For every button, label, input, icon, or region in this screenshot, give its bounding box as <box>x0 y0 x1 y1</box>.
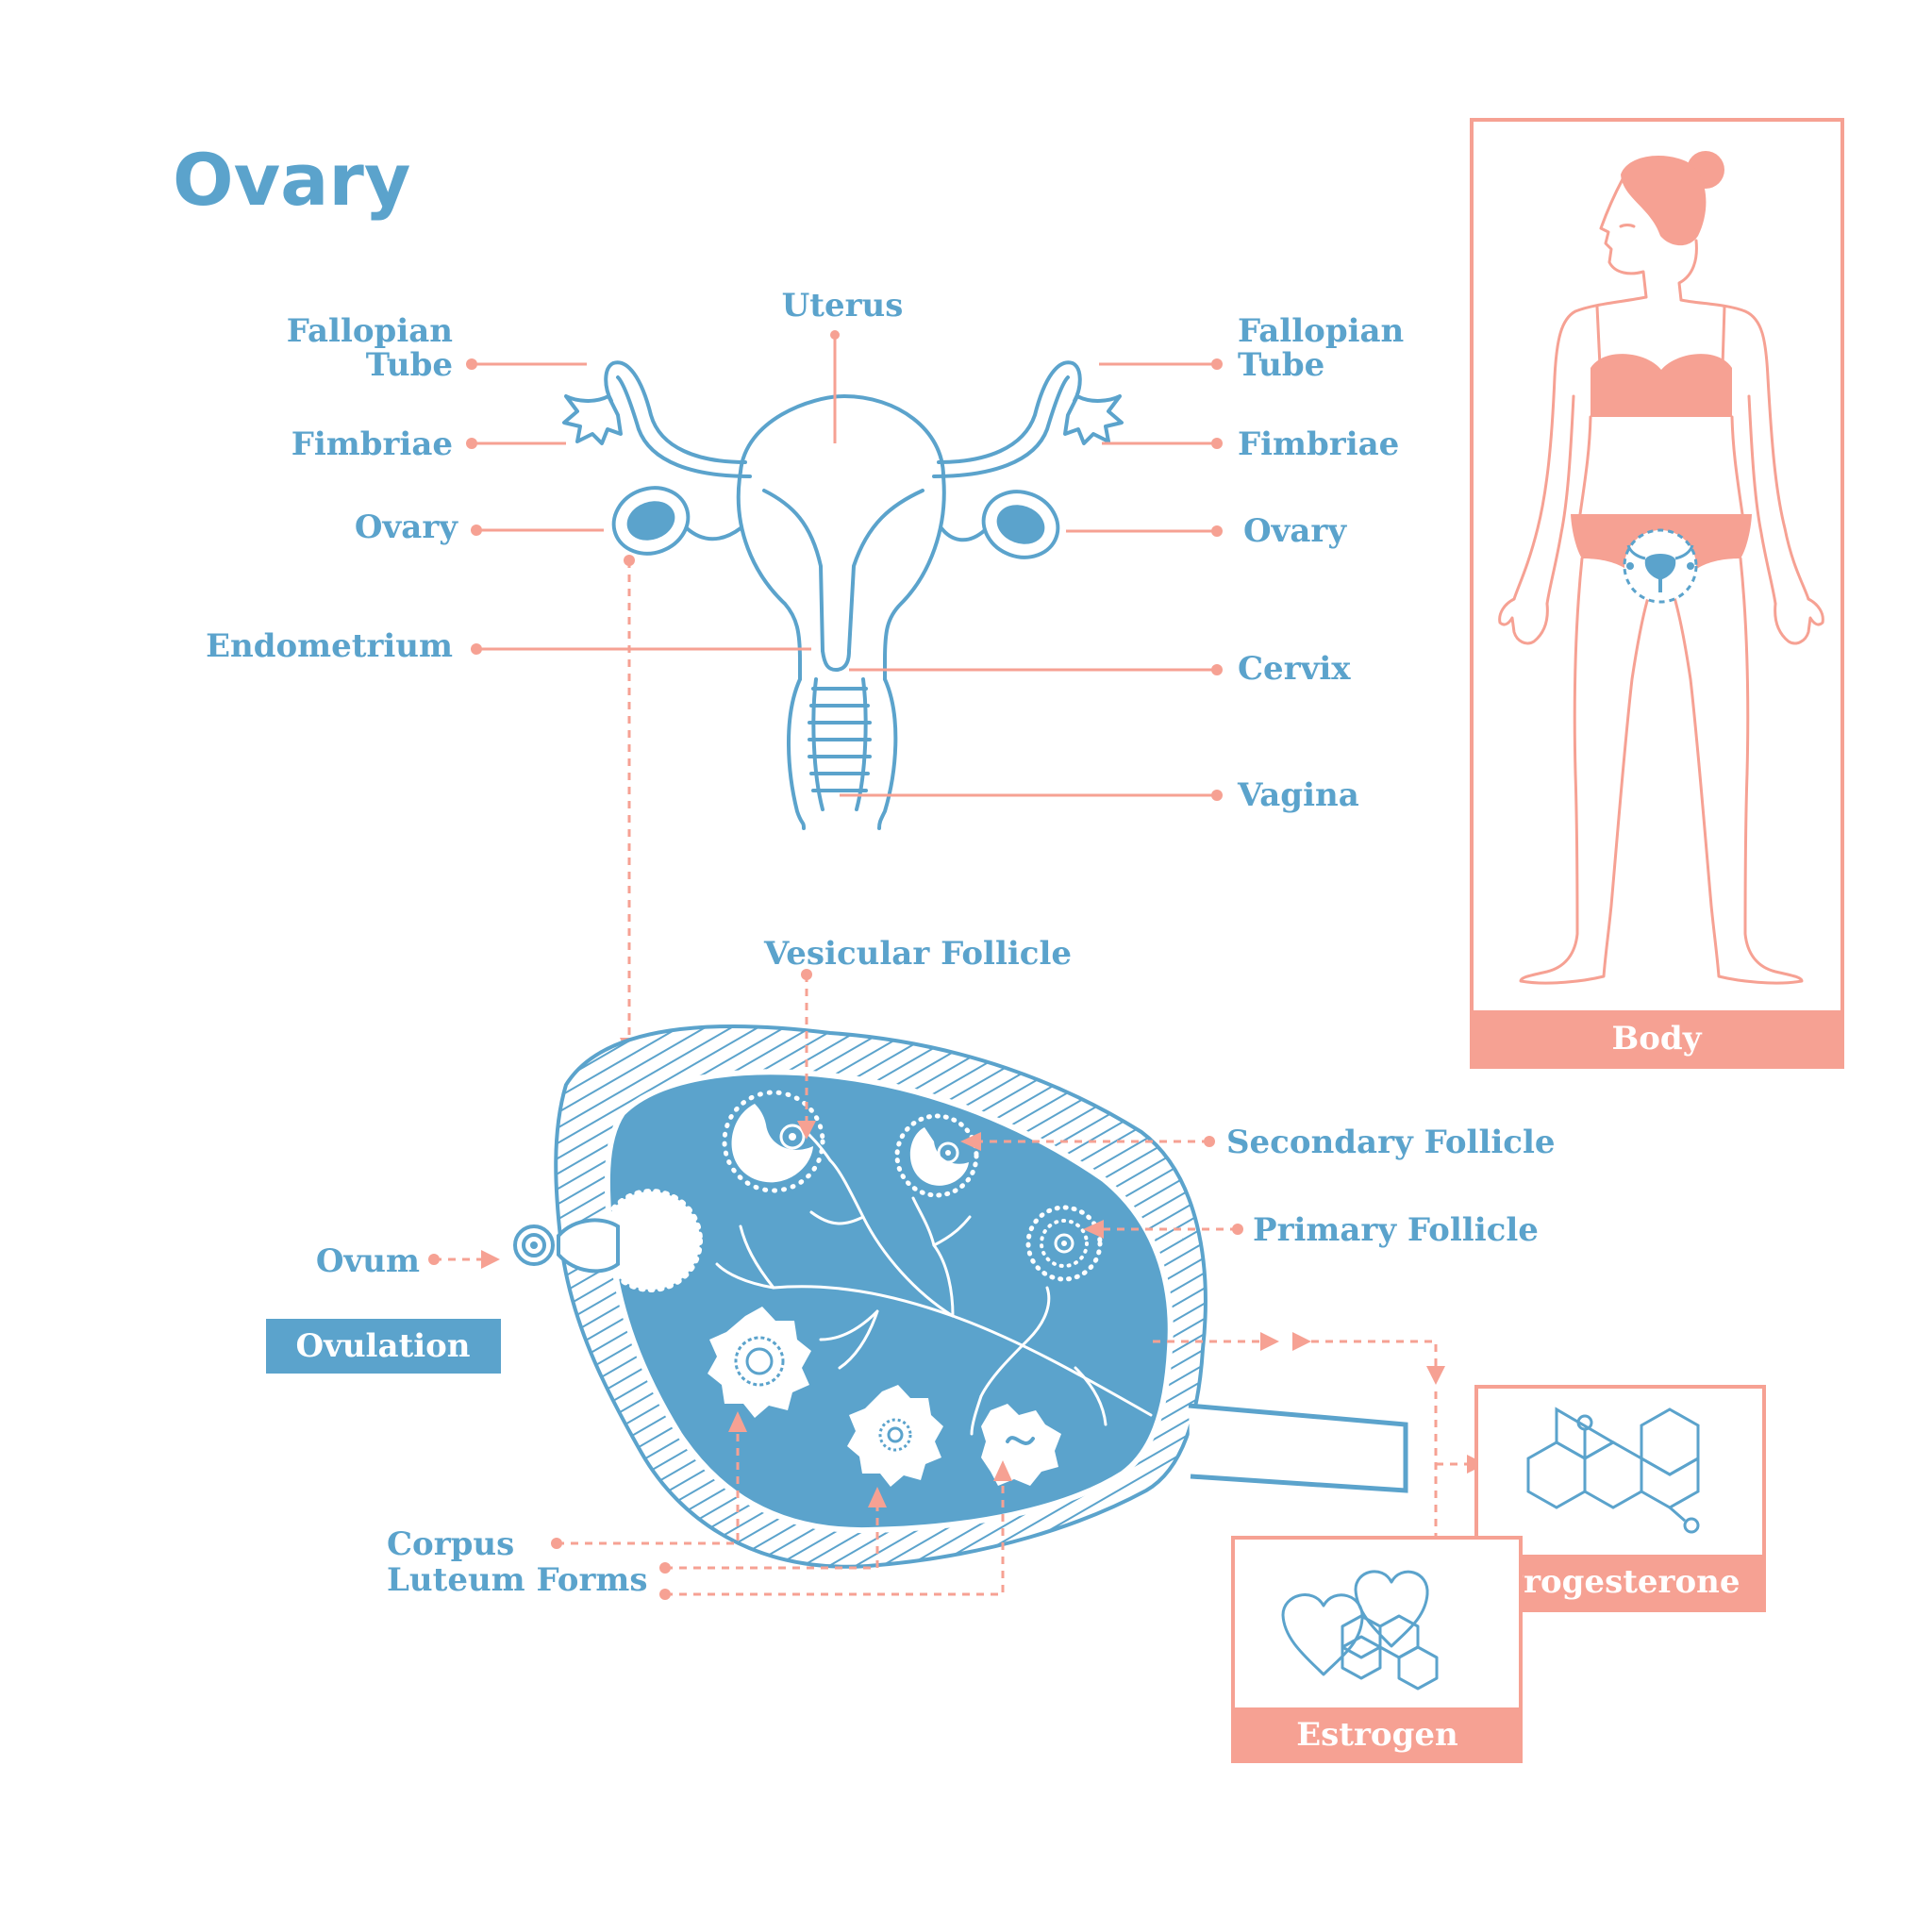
ovulation-label: Ovulation <box>295 1327 470 1365</box>
label-ovary-right: Ovary <box>1243 512 1347 550</box>
page-title: Ovary <box>173 138 410 222</box>
uterus-illustration <box>562 360 1124 830</box>
label-ovum: Ovum <box>316 1242 420 1280</box>
label-fallopian-tube-right-line2: Tube <box>1238 346 1324 384</box>
label-fimbriae-left: Fimbriae <box>291 425 453 463</box>
corpus-luteum-icon-2 <box>847 1385 943 1487</box>
label-fallopian-tube-right-line1: Fallopian <box>1238 312 1404 350</box>
label-cervix: Cervix <box>1238 650 1351 688</box>
estrogen-label: Estrogen <box>1296 1716 1457 1754</box>
label-ovary-left: Ovary <box>355 508 458 546</box>
ovum-icon <box>513 1218 620 1274</box>
primary-follicle-icon <box>1025 1205 1103 1282</box>
secondary-follicle-icon <box>894 1113 979 1198</box>
body-label: Body <box>1612 1020 1703 1058</box>
ovary-cross-section <box>513 1024 1408 1569</box>
label-corpus-luteum-line1: Corpus <box>387 1525 514 1563</box>
uterus-leader-lines <box>466 330 1223 801</box>
estrogen-hearts-icon <box>1281 1570 1439 1690</box>
label-endometrium: Endometrium <box>206 627 453 665</box>
label-fallopian-tube-left-line1: Fallopian <box>287 312 453 350</box>
label-uterus: Uterus <box>782 287 904 325</box>
estrogen-panel: Estrogen <box>1231 1536 1523 1763</box>
progesterone-label: Progesterone <box>1500 1563 1740 1601</box>
female-body-silhouette <box>1498 151 1824 985</box>
body-panel: Body <box>1470 118 1844 1069</box>
label-primary-follicle: Primary Follicle <box>1253 1211 1539 1249</box>
progesterone-panel: Progesterone <box>1474 1385 1766 1612</box>
label-fallopian-tube-left-line2: Tube <box>366 346 453 384</box>
ovulation-badge: Ovulation <box>266 1319 501 1374</box>
label-corpus-luteum-line2: Luteum Forms <box>387 1561 647 1599</box>
label-fimbriae-right: Fimbriae <box>1238 425 1399 463</box>
vesicular-follicle-icon <box>722 1090 825 1193</box>
progesterone-molecule-icon <box>1526 1407 1700 1534</box>
section-leader-lines <box>428 969 1486 1600</box>
label-secondary-follicle: Secondary Follicle <box>1226 1124 1556 1161</box>
corpus-luteum-icon-1 <box>708 1307 811 1418</box>
label-vesicular-follicle: Vesicular Follicle <box>763 935 1072 973</box>
label-vagina: Vagina <box>1237 776 1359 814</box>
